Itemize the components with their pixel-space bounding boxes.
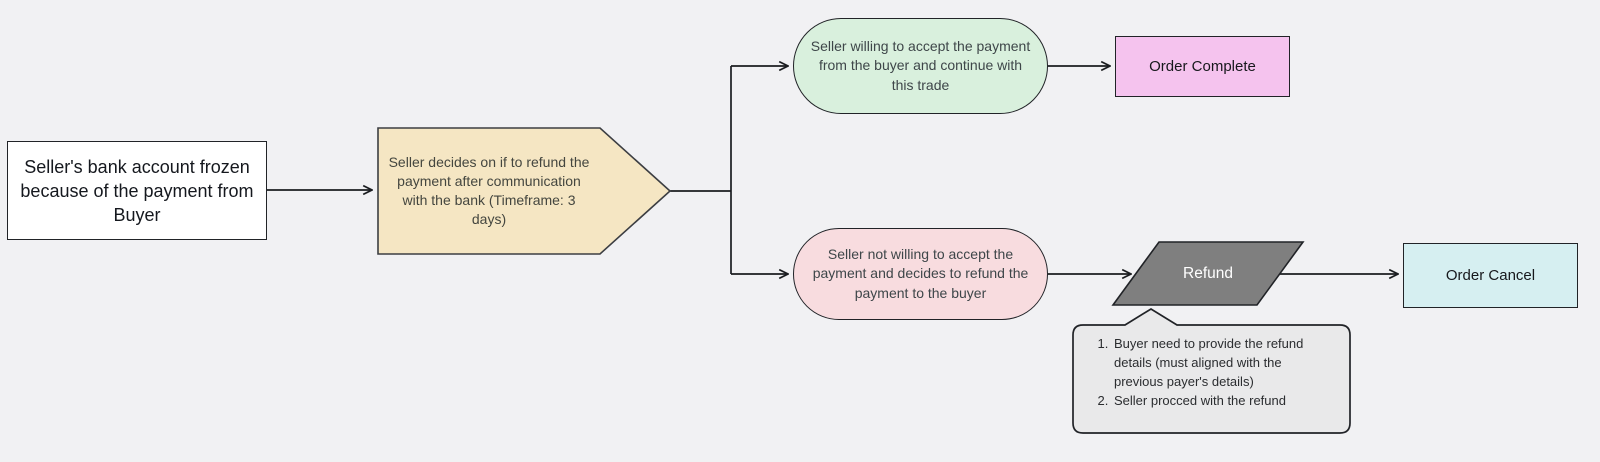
node-start: Seller's bank account frozen because of … bbox=[7, 141, 267, 240]
node-start-label: Seller's bank account frozen because of … bbox=[20, 156, 254, 225]
refund-parallelogram-shape bbox=[1111, 241, 1305, 306]
refund-note-list: Buyer need to provide the refund details… bbox=[1088, 334, 1332, 410]
node-order-cancel: Order Cancel bbox=[1403, 243, 1578, 308]
node-order-complete-label: Order Complete bbox=[1149, 58, 1256, 75]
node-order-complete: Order Complete bbox=[1115, 36, 1290, 97]
node-refund: Refund bbox=[1133, 242, 1283, 305]
refund-note-item: Seller procced with the refund bbox=[1112, 391, 1332, 410]
refund-note: Buyer need to provide the refund details… bbox=[1088, 334, 1332, 410]
node-accept-branch-label: Seller willing to accept the payment fro… bbox=[810, 37, 1031, 93]
node-accept-branch: Seller willing to accept the payment fro… bbox=[793, 18, 1048, 114]
node-decision-label: Seller decides on if to refund the payme… bbox=[388, 154, 590, 227]
node-order-cancel-label: Order Cancel bbox=[1445, 267, 1536, 284]
connectors bbox=[267, 66, 1398, 274]
node-reject-branch-label: Seller not willing to accept the payment… bbox=[812, 245, 1029, 301]
node-refund-label: Refund bbox=[1183, 264, 1233, 282]
refund-note-callout-shape bbox=[1072, 308, 1351, 434]
refund-note-item: Buyer need to provide the refund details… bbox=[1112, 334, 1332, 391]
decision-pentagon-shape bbox=[377, 127, 672, 255]
node-reject-branch: Seller not willing to accept the payment… bbox=[793, 228, 1048, 320]
node-decision: Seller decides on if to refund the payme… bbox=[380, 128, 598, 254]
